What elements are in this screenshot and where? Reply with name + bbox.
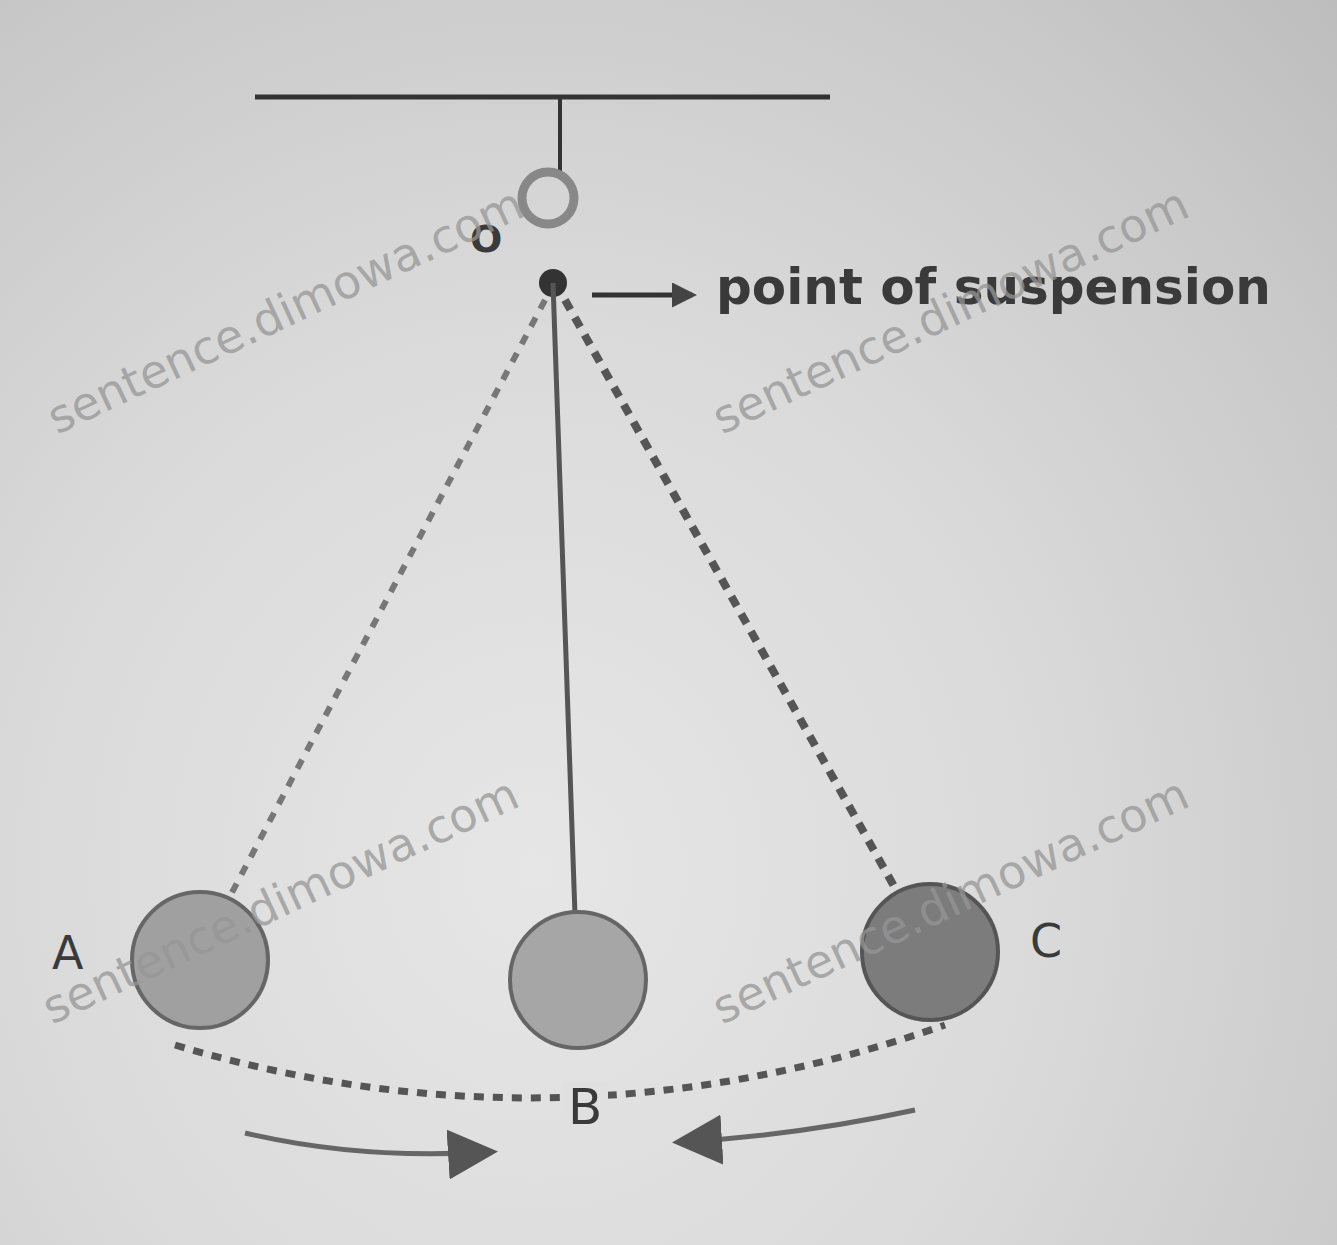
hook [522, 172, 574, 224]
watermark: sentence.dimowa.com [41, 180, 531, 441]
ceiling [255, 95, 830, 100]
pointer-arrow [592, 293, 692, 298]
string [553, 283, 575, 915]
hook-rod [558, 97, 562, 175]
motion-arrow [245, 1133, 488, 1154]
motion-arrow [682, 1110, 915, 1142]
swing-arc [175, 1025, 945, 1098]
position-label: B [562, 1082, 608, 1132]
bob [510, 912, 646, 1048]
position-label: C [1030, 918, 1062, 964]
watermark: sentence.dimowa.com [36, 770, 526, 1031]
